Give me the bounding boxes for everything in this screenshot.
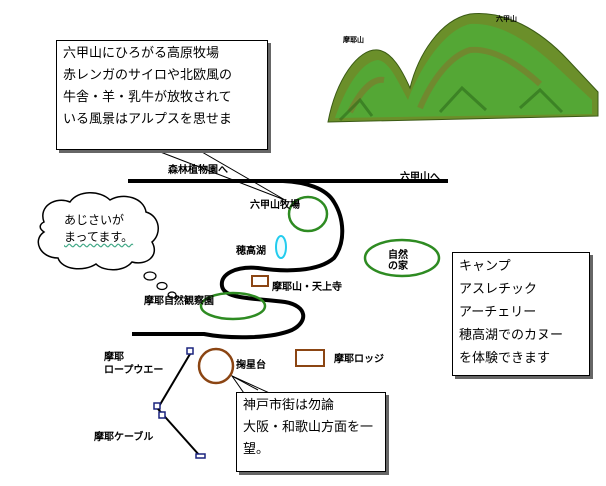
- tenjoji-marker[interactable]: [251, 275, 269, 287]
- hodaka-label[interactable]: 穂高湖: [236, 246, 266, 257]
- maya-mountain-label: 摩耶山: [343, 36, 364, 44]
- ranch-callout-line: 六甲山にひろがる高原牧場: [63, 46, 220, 61]
- activity-item: 穂高湖でのカヌー: [459, 328, 564, 343]
- hodaka-lake[interactable]: [275, 235, 287, 259]
- kikuseidai-label[interactable]: 掬星台: [236, 360, 266, 371]
- bubble-text: あじさいが まってます。: [64, 212, 133, 246]
- nature-house-label[interactable]: 自然 の家: [388, 250, 408, 272]
- activity-item: キャンプ: [459, 259, 511, 274]
- ranch-callout: 六甲山にひろがる高原牧場 赤レンガのサイロや北欧風の 牛舎・羊・乳牛が放牧されて…: [56, 40, 268, 150]
- lodge-marker[interactable]: [295, 349, 325, 367]
- nature-park-label[interactable]: 摩耶自然観察園: [144, 296, 214, 307]
- cable-line: [157, 408, 206, 459]
- lodge-label[interactable]: 摩耶ロッジ: [334, 354, 384, 365]
- forest-garden-label[interactable]: 森林植物園へ: [168, 165, 228, 176]
- cable-label[interactable]: 摩耶ケーブル: [94, 432, 154, 443]
- nature-house-marker[interactable]: [363, 238, 441, 278]
- kikuseidai-marker[interactable]: [197, 347, 235, 385]
- mountain-illustration: [327, 12, 599, 123]
- ropeway-label[interactable]: 摩耶 ロープウエー: [104, 352, 164, 376]
- ranch-callout-line: いる風景はアルプスを思せま: [63, 112, 232, 127]
- winding-road: [132, 179, 345, 340]
- activity-item: アーチェリー: [459, 305, 537, 320]
- activity-item: を体験できます: [459, 351, 551, 366]
- bubble-line: あじさいが: [64, 213, 125, 227]
- thought-bubble: [37, 192, 177, 299]
- view-callout-line: 大阪・和歌山方面を一: [243, 420, 374, 435]
- ranch-callout-line: 赤レンガのサイロや北欧風の: [63, 68, 233, 83]
- ranch-callout-line: 牛舎・羊・乳牛が放牧されて: [63, 90, 232, 105]
- tenjoji-label[interactable]: 摩耶山・天上寺: [272, 282, 342, 293]
- activities-callout: キャンプ アスレチック アーチェリー 穂高湖でのカヌー を体験できます: [452, 252, 590, 376]
- bubble-line: まってます。: [64, 230, 134, 244]
- nature-park-marker[interactable]: [199, 291, 267, 321]
- ropeway-line: [153, 347, 194, 410]
- ranch-marker[interactable]: [287, 195, 329, 233]
- activity-item: アスレチック: [459, 282, 538, 297]
- view-callout-line: 望。: [243, 442, 270, 457]
- view-callout: 神戸市街は勿論 大阪・和歌山方面を一 望。: [236, 392, 386, 472]
- rokko-mountain-label: 六甲山: [496, 15, 517, 23]
- view-callout-line: 神戸市街は勿論: [243, 398, 335, 413]
- ranch-label[interactable]: 六甲山牧場: [250, 200, 300, 211]
- to-rokko-label[interactable]: 六甲山へ: [400, 172, 440, 183]
